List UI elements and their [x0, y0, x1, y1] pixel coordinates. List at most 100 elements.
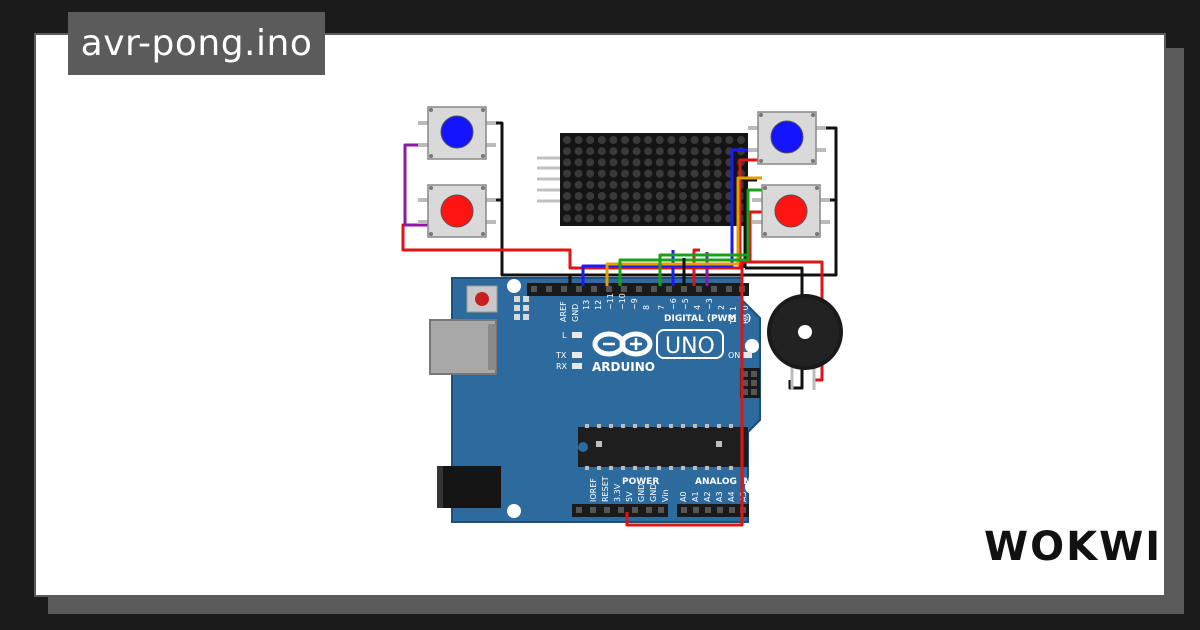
- analog-header: [677, 504, 749, 517]
- piezo-buzzer[interactable]: [767, 294, 843, 390]
- matrix-led: [597, 158, 606, 167]
- matrix-led: [667, 158, 676, 167]
- wire-red-buzzer: [625, 260, 824, 527]
- wire-orange: [605, 176, 762, 286]
- button-left-up[interactable]: [418, 106, 496, 160]
- matrix-led: [609, 147, 618, 156]
- wire-red-d5: [692, 248, 700, 286]
- matrix-led: [563, 169, 571, 178]
- label-pin-8: 8: [642, 305, 651, 310]
- matrix-led: [609, 192, 618, 200]
- matrix-led: [655, 136, 664, 144]
- wire-matrix-gnd: [743, 178, 757, 268]
- matrix-led: [655, 169, 664, 178]
- matrix-led: [713, 203, 722, 212]
- matrix-led: [609, 203, 618, 212]
- button-right-up[interactable]: [748, 111, 826, 165]
- matrix-led: [702, 203, 711, 212]
- matrix-led: [632, 214, 641, 223]
- arduino-uno-board[interactable]: AREF GND 13 12 ~11 ~10 ~9 8 7 ~6 ~5 4 ~3…: [429, 277, 761, 523]
- matrix-led: [609, 214, 618, 223]
- matrix-led: [586, 169, 595, 178]
- label-pin-9: ~9: [630, 298, 639, 310]
- matrix-led: [632, 203, 641, 212]
- board-model: UNO: [665, 334, 715, 359]
- matrix-led: [632, 169, 641, 178]
- project-title-box: avr-pong.ino: [68, 12, 325, 75]
- matrix-led: [690, 136, 699, 144]
- button-cap-blue[interactable]: [770, 120, 804, 154]
- matrix-led: [574, 192, 583, 200]
- matrix-led: [574, 136, 583, 144]
- matrix-led: [655, 158, 664, 167]
- button-cap-blue[interactable]: [440, 115, 474, 149]
- analog-label: ANALOG IN: [695, 477, 751, 487]
- matrix-led: [563, 147, 571, 156]
- matrix-led: [679, 192, 687, 200]
- matrix-led: [690, 192, 699, 200]
- power-jack: [437, 466, 501, 508]
- matrix-led: [679, 203, 687, 212]
- wires: [401, 121, 838, 527]
- matrix-led: [644, 169, 653, 178]
- label-pin-7: 7: [657, 305, 666, 310]
- arduino-logo: [592, 331, 653, 357]
- matrix-led: [644, 147, 653, 156]
- icsp-header: [514, 296, 529, 320]
- matrix-led: [621, 158, 629, 167]
- label-a2: A2: [703, 491, 712, 502]
- matrix-led: [632, 136, 641, 144]
- matrix-led: [586, 192, 595, 200]
- wire-green: [618, 188, 762, 286]
- led-l-label: L: [562, 331, 567, 340]
- label-pin-6: ~6: [669, 298, 678, 310]
- matrix-led: [597, 169, 606, 178]
- matrix-led: [609, 158, 618, 167]
- label-pin-2: 2: [717, 305, 726, 310]
- matrix-led: [586, 136, 595, 144]
- label-reset: RESET: [601, 476, 610, 502]
- matrix-led: [679, 180, 687, 189]
- matrix-led: [644, 158, 653, 167]
- matrix-led: [690, 214, 699, 223]
- usb-connector: [429, 319, 497, 375]
- matrix-led: [655, 214, 664, 223]
- matrix-led: [713, 214, 722, 223]
- wokwi-logo: WOKWI: [984, 524, 1160, 570]
- button-left-down[interactable]: [418, 184, 496, 238]
- matrix-led: [574, 169, 583, 178]
- matrix-led: [644, 180, 653, 189]
- digital-pwm-label: DIGITAL (PWM ~): [664, 314, 751, 324]
- matrix-led: [586, 158, 595, 167]
- matrix-led: [609, 169, 618, 178]
- label-pin-5: ~5: [681, 298, 690, 310]
- matrix-led: [713, 147, 722, 156]
- matrix-led: [621, 169, 629, 178]
- matrix-led: [597, 147, 606, 156]
- matrix-led: [644, 214, 653, 223]
- matrix-led: [713, 169, 722, 178]
- matrix-led: [621, 136, 629, 144]
- atmega-chip: [578, 427, 748, 467]
- label-3v3: 3.3V: [613, 483, 622, 502]
- matrix-led: [563, 192, 571, 200]
- matrix-led: [574, 147, 583, 156]
- button-cap-red[interactable]: [440, 194, 474, 228]
- label-pin-3: ~3: [705, 298, 714, 310]
- matrix-led: [679, 158, 687, 167]
- led-matrix[interactable]: [537, 133, 748, 226]
- button-cap-red[interactable]: [774, 194, 808, 228]
- label-gnd-2: GND: [649, 484, 658, 502]
- matrix-led: [725, 136, 734, 144]
- matrix-led: [702, 136, 711, 144]
- led-on: [742, 352, 752, 358]
- matrix-led: [679, 136, 687, 144]
- matrix-led: [609, 136, 618, 144]
- matrix-led: [655, 180, 664, 189]
- matrix-led: [597, 192, 606, 200]
- matrix-led: [702, 169, 711, 178]
- button-right-down[interactable]: [752, 184, 830, 238]
- digital-header-pins: [531, 286, 745, 292]
- matrix-led: [574, 214, 583, 223]
